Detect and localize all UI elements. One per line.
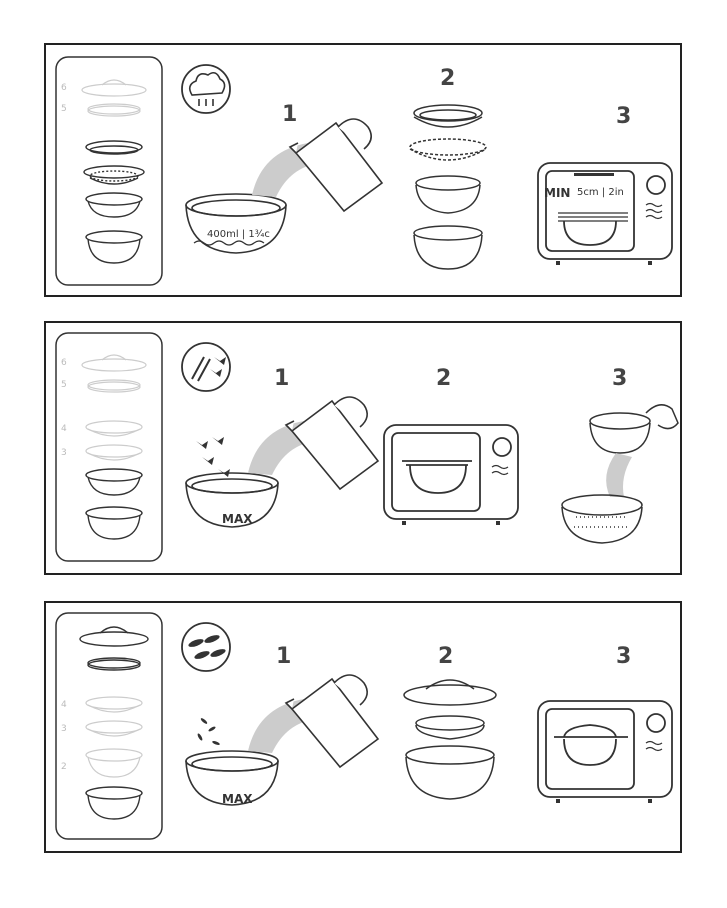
drain-bowl-top [590,405,678,453]
layer-number: 6 [61,358,67,368]
panel-2-illustration: 6 5 4 3 1 2 3 MAX [46,323,680,573]
stacked-bowl [86,787,142,819]
instruction-panel-pasta: 6 5 4 3 1 2 3 MAX [44,321,682,575]
layer-number: 6 [61,83,67,93]
drain-stream [606,453,632,497]
layer-number: 4 [61,424,67,434]
step-number-1: 1 [276,644,291,669]
colander [562,495,642,543]
faded-lid [82,80,146,96]
max-label: MAX [222,512,253,526]
layer-number: 5 [61,104,67,114]
panel-1-illustration: 6 5 1 2 3 400ml | 1¾c [46,45,680,295]
stack-box: 6 5 [56,57,162,285]
faded-ring [88,104,140,116]
layer-number: 3 [61,448,67,458]
bowl-with-water [186,194,286,253]
pasta-icon [182,343,230,391]
stack-box: 4 3 2 [56,613,162,839]
microwave-oven [538,163,672,265]
min-distance-label: 5cm | 2in [577,187,624,198]
layer-number: 2 [61,762,67,772]
min-distance-bar [574,173,614,176]
water-level-label: 400ml | 1¾c [207,229,270,240]
stacked-lid [80,627,148,670]
step-number-3: 3 [616,104,631,129]
faded-parts [82,355,146,460]
steam-icon [182,65,230,113]
layer-number: 5 [61,380,67,390]
grain-icon [182,623,230,671]
step-number-1: 1 [282,102,297,127]
panel-3-illustration: 4 3 2 1 2 3 MAX [46,603,680,851]
step-number-2: 2 [440,66,455,91]
instruction-panel-steam: 6 5 1 2 3 400ml | 1¾c [44,43,682,297]
instruction-panel-grains: 4 3 2 1 2 3 MAX [44,601,682,853]
layer-number: 3 [61,724,67,734]
step-number-2: 2 [438,644,453,669]
step-number-3: 3 [616,644,631,669]
microwave-oven [384,425,518,525]
pasta-pieces [196,437,230,477]
max-label: MAX [222,792,253,806]
stacked-parts [86,469,142,539]
layer-number: 4 [61,700,67,710]
steamer-parts-stack [410,105,486,269]
stacked-parts [84,141,144,263]
min-label: MIN [544,186,570,200]
stack-box: 6 5 4 3 [56,333,162,561]
step-number-1: 1 [274,366,289,391]
microwave-oven [538,701,672,803]
steamer-with-lid [404,680,496,799]
grains-falling [197,717,221,745]
step-number-3: 3 [612,366,627,391]
step-number-2: 2 [436,366,451,391]
faded-parts [86,697,142,777]
